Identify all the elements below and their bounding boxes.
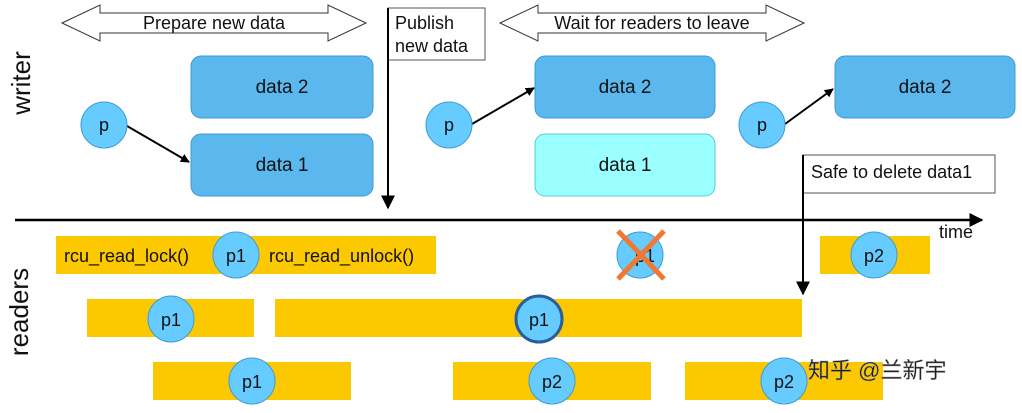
reader-p1-circle: [228, 357, 276, 405]
pointer-label: p: [757, 115, 767, 135]
reader-row-3: p1 p2 p2: [153, 357, 883, 405]
reader-row-2: p1 p1: [87, 294, 802, 344]
data2-label: data 2: [899, 77, 952, 98]
data1-label: data 1: [599, 155, 652, 176]
publish-callout: Publish new data: [381, 7, 486, 210]
publish-label-line1: Publish: [395, 13, 454, 33]
reader-p1-label: p1: [242, 372, 262, 392]
writer-stage-prepare: data 2 data 1 p: [80, 55, 374, 197]
rcu-read-unlock-label: rcu_read_unlock(): [269, 246, 414, 267]
data2-label: data 2: [256, 77, 309, 98]
rcu-read-lock-label: rcu_read_lock(): [64, 246, 189, 267]
reader-p1-highlight-circle: [514, 294, 564, 344]
data1-stale-box: [534, 133, 716, 197]
data1-label: data 1: [256, 155, 309, 176]
writer-stage-done: data 2 p: [738, 55, 1016, 149]
reader-p2-label: p2: [774, 372, 794, 392]
readers-label: readers: [4, 268, 34, 356]
data2-box: [190, 55, 374, 119]
data2-box: [534, 55, 716, 119]
wait-arrow: Wait for readers to leave: [498, 4, 806, 42]
reader-p2-label: p2: [542, 372, 562, 392]
watermark-text: 知乎 @兰新宇: [808, 358, 946, 383]
reader-p2-label: p2: [864, 246, 884, 266]
pointer-circle: [425, 101, 473, 149]
publish-label-line2: new data: [395, 36, 469, 56]
pointer-label: p: [444, 115, 454, 135]
writer-stage-wait: data 2 data 1 p: [425, 55, 716, 197]
safe-delete-callout: Safe to delete data1: [796, 154, 996, 296]
data2-box: [834, 55, 1016, 119]
prepare-arrow: Prepare new data: [60, 4, 368, 42]
writer-label: writer: [6, 51, 36, 116]
time-label: time: [939, 222, 973, 242]
reader-p1-circle: [147, 295, 195, 343]
time-axis: time: [15, 213, 984, 242]
reader-row-1: rcu_read_lock() rcu_read_unlock() p1 p1 …: [56, 229, 930, 281]
reader-p1-label: p1: [161, 310, 181, 330]
pointer-circle: [738, 101, 786, 149]
reader-p1-label: p1: [529, 310, 549, 330]
pointer-circle: [80, 101, 128, 149]
reader-p1-circle: [212, 231, 260, 279]
data2-label: data 2: [599, 77, 652, 98]
reader-p2-circle: [528, 357, 576, 405]
wait-label: Wait for readers to leave: [554, 13, 749, 33]
reader-p1-label: p1: [226, 246, 246, 266]
safe-delete-label: Safe to delete data1: [811, 162, 972, 182]
cross-icon: [616, 229, 666, 281]
reader-p2-circle: [850, 231, 898, 279]
data1-box: [190, 133, 374, 197]
prepare-label: Prepare new data: [143, 13, 286, 33]
pointer-label: p: [99, 115, 109, 135]
reader-p2-circle: [760, 357, 808, 405]
